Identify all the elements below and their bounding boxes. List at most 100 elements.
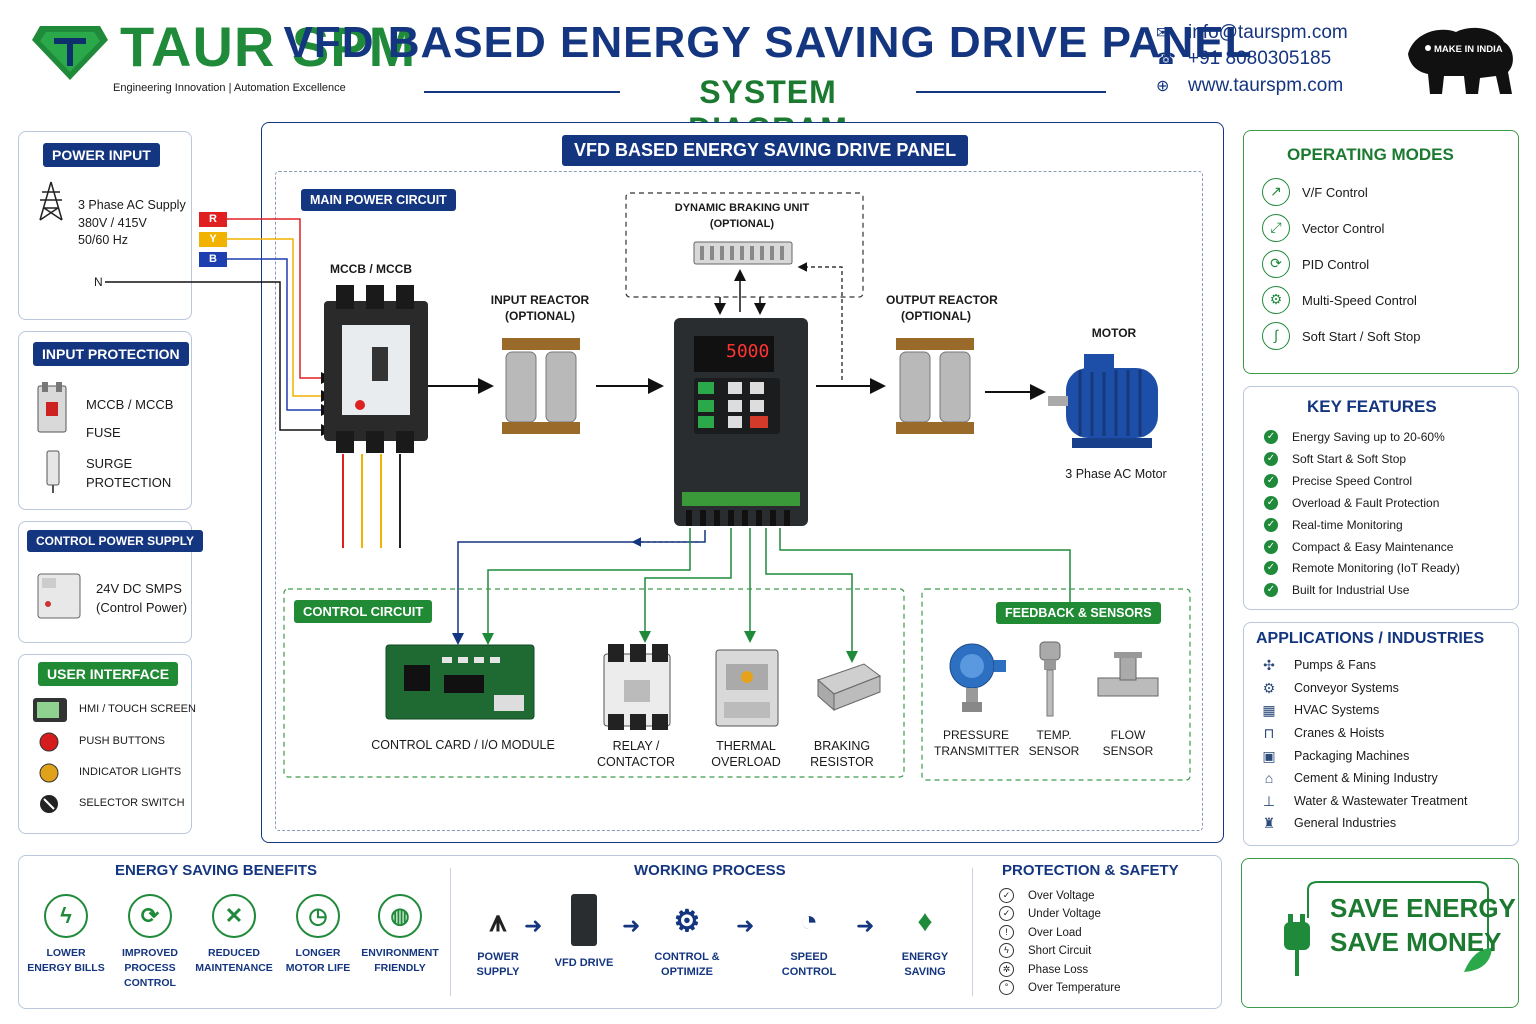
thermometer-icon: ° [999,980,1014,995]
selector-switch-icon [40,795,58,813]
energy-drop-icon: ♦ [917,905,933,938]
chart-line-icon: ↗ [1262,178,1290,206]
mail-icon: ✉ [1156,25,1170,42]
save-energy-frame [1284,881,1492,976]
application-item: ⌂Cement & Mining Industry [1260,769,1438,787]
ui-item-selector-switch: SELECTOR SWITCH [79,797,185,809]
phase-r-label: R [199,212,227,227]
globe-icon: ⊕ [1156,78,1170,95]
phone-icon: ☎ [1156,51,1176,68]
lightning-icon: ϟ [44,894,88,938]
output-reactor-label: OUTPUT REACTOR(OPTIONAL) [886,293,998,323]
push-button-icon [39,732,59,752]
neutral-label: N [94,275,103,289]
feature-item: ✓Built for Industrial Use [1264,583,1409,597]
smps-icon [37,573,81,619]
control-power-spec: 24V DC SMPS (Control Power) [96,581,188,615]
braking-unit-icon [693,241,793,265]
brand-tagline: Engineering Innovation | Automation Exce… [113,82,346,94]
protection-item: ✲Phase Loss [999,962,1088,977]
make-in-india-badge: MAKE IN INDIA [1434,44,1503,55]
bottom-strip [18,855,1222,1009]
flow-sensor-icon [1097,652,1159,697]
feature-item: ✓Real-time Monitoring [1264,518,1403,532]
phase-b-label: B [199,252,227,267]
key-features-title: KEY FEATURES [1307,397,1437,416]
control-circuit-tag: CONTROL CIRCUIT [294,600,433,623]
motor-icon [1048,354,1158,448]
factory-icon: ⌂ [1264,770,1274,786]
center-panel-title: VFD BASED ENERGY SAVING DRIVE PANEL [562,135,969,166]
temperature-sensor-icon [1039,641,1061,717]
feedback-sensors-tag: FEEDBACK & SENSORS [996,602,1161,624]
title-divider-right [916,91,1106,93]
motor-label: MOTOR [1091,326,1137,340]
surge-protector-icon [46,450,60,493]
mode-vf-control: ↗V/F Control [1262,178,1368,206]
applications-card [1243,622,1519,846]
process-control-optimize: ⚙CONTROL &OPTIMIZE [652,894,722,980]
vfd-drive-icon [674,318,808,526]
feature-item: ✓Energy Saving up to 20-60% [1264,430,1445,444]
mode-pid-control: ⟳PID Control [1262,250,1369,278]
brand-name: TAUR SPM [120,15,417,78]
control-card-label: CONTROL CARD / I/O MODULE [371,738,555,752]
mode-vector-control: ⤢Vector Control [1262,214,1384,242]
key-features-card [1243,386,1519,610]
contact-email[interactable]: ✉ info@taurspm.com [1156,22,1348,43]
process-arrow-icon: ➜ [622,913,641,938]
application-item: ♜General Industries [1260,814,1396,832]
gear-cycle-icon: ⚙ [1262,286,1290,314]
temperature-sensor-label: TEMP.SENSOR [1028,728,1080,758]
pressure-transmitter-icon [949,643,1006,712]
process-arrow-icon: ➜ [856,913,875,938]
check-icon: ✓ [1264,474,1278,488]
indicator-light-icon [39,763,59,783]
packaging-icon: ▣ [1262,748,1276,764]
check-icon: ✓ [1264,583,1278,597]
gear-chart-icon: ⚙ [673,905,701,938]
working-process-title: WORKING PROCESS [634,862,786,879]
mode-multi-speed: ⚙Multi-Speed Control [1262,286,1417,314]
title-divider-left [424,91,620,93]
control-power-tag: CONTROL POWER SUPPLY [27,530,204,552]
dbu-label: DYNAMIC BRAKING UNIT(OPTIONAL) [674,202,810,230]
control-card-icon [385,644,535,720]
water-tap-icon: ⊥ [1262,793,1276,809]
divider [450,868,451,996]
check-icon: ✓ [1264,452,1278,466]
energy-benefits-title: ENERGY SAVING BENEFITS [115,862,317,879]
save-energy-line1: SAVE ENERGY [1330,893,1516,923]
clock-icon: ◷ [296,894,340,938]
protection-item: °Over Temperature [999,980,1120,995]
contact-website[interactable]: ⊕ www.taurspm.com [1156,75,1344,96]
input-protection-item-1: MCCB / MCCB FUSE [86,397,174,440]
conveyor-icon: ⚙ [1262,680,1276,696]
input-protection-tag: INPUT PROTECTION [33,342,189,366]
crane-icon: ⊓ [1263,725,1275,741]
soft-start-curve-icon: ∫ [1262,322,1290,350]
input-reactor-icon [502,338,580,434]
process-arrow-icon: ➜ [736,913,755,938]
hmi-screen-icon [33,698,67,722]
phase-loss-icon: ✲ [999,962,1014,977]
mode-soft-start: ∫Soft Start / Soft Stop [1262,322,1421,350]
make-in-india-lion-icon [1408,27,1513,95]
application-item: ▣Packaging Machines [1260,747,1409,765]
page-title: VFD BASED ENERGY SAVING DRIVE PANEL [283,18,1253,67]
output-reactor-icon [896,338,974,434]
process-arrow-icon: ➜ [524,913,543,938]
contact-phone[interactable]: ☎ +91 8080305185 [1156,48,1332,69]
feature-item: ✓Soft Start & Soft Stop [1264,452,1406,466]
pump-fan-icon: ✣ [1263,657,1275,673]
feature-item: ✓Overload & Fault Protection [1264,496,1439,510]
